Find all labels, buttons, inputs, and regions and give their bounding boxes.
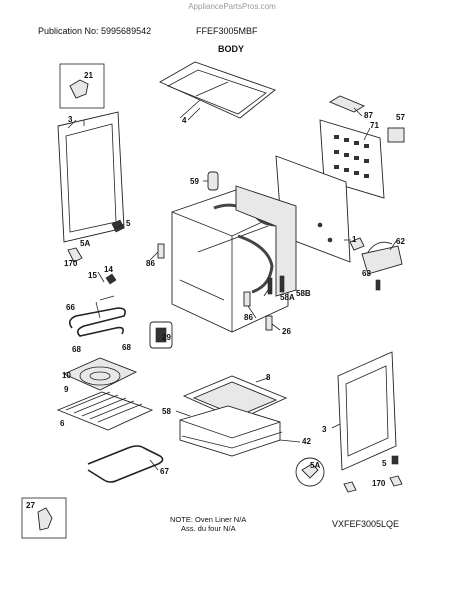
callout-42: 42 [302,437,311,446]
callout-87: 87 [364,111,373,120]
callout-58: 58 [162,407,171,416]
callout-68-left: 68 [72,345,81,354]
callout-5-left: 5 [126,219,131,228]
callout-5A-left: 5A [80,239,90,248]
part-59-sensor[interactable] [207,171,219,191]
callout-6: 6 [60,419,65,428]
part-58B-clip[interactable] [279,275,285,293]
part-10-fan-cover[interactable] [62,357,138,391]
callout-10: 10 [62,371,71,380]
callout-8: 8 [266,373,271,382]
section-title: BODY [218,44,245,54]
callout-57: 57 [396,113,405,122]
part-4-top-panel[interactable] [159,61,276,119]
note-oven-liner-fr: Ass. du four N/A [181,524,236,533]
callout-58A: 58A [280,293,295,302]
part-5A-hinge[interactable] [67,247,83,263]
callout-59: 59 [190,177,199,186]
callout-5A-right: 5A [310,461,320,470]
part-26-clip[interactable] [265,315,273,331]
part-5-screw[interactable] [111,219,125,233]
callout-3-right: 3 [322,425,327,434]
note-oven-liner: NOTE: Oven Liner N/A [170,515,247,524]
part-86-hinge-receiver-right[interactable] [243,291,251,307]
callout-29: 29 [162,333,171,342]
part-57-plate[interactable] [387,127,405,143]
part-21-bracket [69,79,89,99]
part-170-clip-right[interactable] [389,475,403,487]
part-63-fuse[interactable] [375,279,381,291]
part-27-glide[interactable] [37,507,53,531]
publication-number: Publication No: 5995689542 [38,26,152,36]
callout-58B: 58B [296,289,311,298]
callout-26: 26 [282,327,291,336]
callout-5-right: 5 [382,459,387,468]
callout-170-right: 170 [372,479,386,488]
watermark: AppliancePartsPros.com [188,2,276,11]
part-14-sensor[interactable] [105,273,117,285]
part-66-broil-element[interactable] [68,307,126,337]
part-5-screw-right[interactable] [391,455,399,465]
callout-14: 14 [104,265,113,274]
callout-4: 4 [182,116,187,125]
part-86-hinge-receiver-left[interactable] [157,243,165,259]
callout-71: 71 [370,121,379,130]
part-1-bracket[interactable] [349,237,365,251]
part-62-terminal-block[interactable] [361,245,403,275]
part-87-insulation[interactable] [329,95,365,113]
callout-21: 21 [84,71,93,80]
part-58A-clip[interactable] [267,277,273,295]
callout-63: 63 [362,269,371,278]
callout-68-right: 68 [122,343,131,352]
callout-66: 66 [66,303,75,312]
callout-27: 27 [26,501,35,510]
callout-67: 67 [160,467,169,476]
inset-box-21 [59,63,105,109]
callout-86-left: 86 [146,259,155,268]
part-170-clip-left[interactable] [343,481,357,493]
part-67-bake-element[interactable] [87,445,164,483]
part-58-drawer-front[interactable] [179,405,281,457]
callout-86-right: 86 [244,313,253,322]
callout-1: 1 [352,235,357,244]
callout-9: 9 [64,385,69,394]
callout-62: 62 [396,237,405,246]
part-6-oven-rack[interactable] [56,391,154,431]
model-number: FFEF3005MBF [196,26,258,36]
callout-3-left: 3 [68,115,73,124]
diagram-code: VXFEF3005LQE [332,519,400,529]
callout-170-left: 170 [64,259,78,268]
callout-15: 15 [88,271,97,280]
inset-box-27 [21,497,67,539]
oven-insulation [235,185,297,297]
